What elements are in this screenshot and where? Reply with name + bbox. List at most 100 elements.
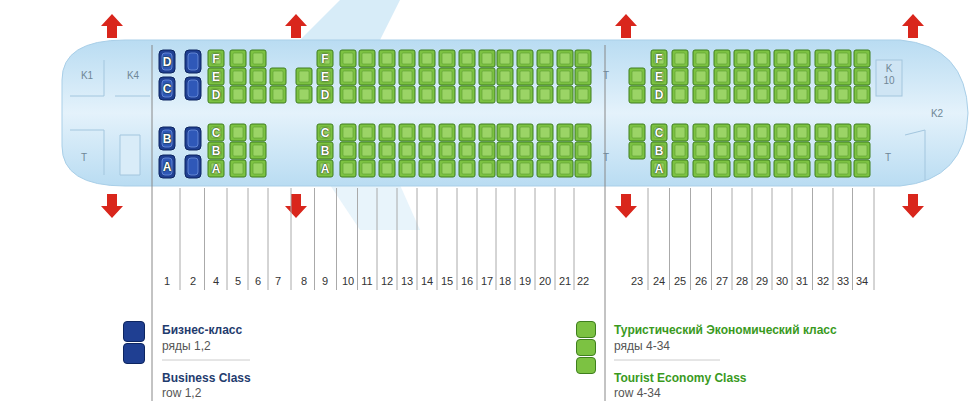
economy-seat <box>208 68 224 85</box>
row-number: 31 <box>796 274 808 288</box>
business-seat <box>159 155 175 178</box>
economy-seat <box>651 160 667 177</box>
economy-seat <box>835 160 851 177</box>
seat-letter-box: B <box>159 127 175 150</box>
legend-heading: Бизнес-класс <box>162 323 242 337</box>
economy-seat <box>672 68 688 85</box>
row-number: 9 <box>322 274 328 288</box>
economy-seat <box>815 160 831 177</box>
seat-letter: B <box>163 133 172 145</box>
row-number: 7 <box>275 274 281 288</box>
row-number: 5 <box>235 274 241 288</box>
economy-seat <box>651 124 667 141</box>
seat-letter: D <box>163 56 172 68</box>
economy-seat <box>296 68 312 85</box>
economy-seat <box>379 160 395 177</box>
economy-seat <box>399 68 415 85</box>
economy-seat <box>714 124 730 141</box>
row-number: 11 <box>361 274 372 288</box>
economy-seat <box>317 160 333 177</box>
economy-seat <box>459 50 475 67</box>
seat-letter: D <box>321 89 330 101</box>
economy-seat <box>317 142 333 159</box>
economy-seat <box>734 160 750 177</box>
economy-seat <box>399 142 415 159</box>
seat-letter-box: F <box>317 50 333 67</box>
economy-seat <box>340 160 356 177</box>
economy-seat <box>854 86 870 103</box>
economy-seat <box>479 50 495 67</box>
economy-seat <box>317 50 333 67</box>
zone-label: T <box>885 151 891 165</box>
economy-seat <box>208 142 224 159</box>
swatch-seat <box>576 321 596 338</box>
economy-seat <box>399 160 415 177</box>
economy-seat <box>734 124 750 141</box>
economy-seat <box>419 142 435 159</box>
economy-seat <box>208 160 224 177</box>
seat-letter: A <box>212 163 221 175</box>
legend-swatch <box>123 321 145 365</box>
business-seat <box>159 127 175 150</box>
economy-seat <box>575 160 591 177</box>
economy-seat <box>439 124 455 141</box>
economy-seat <box>517 160 533 177</box>
seat-letter: B <box>655 145 664 157</box>
economy-seat <box>379 86 395 103</box>
economy-seat <box>270 86 286 103</box>
business-seat <box>185 50 201 73</box>
economy-seat <box>754 142 770 159</box>
economy-seat <box>250 50 266 67</box>
row-number: 4 <box>213 274 219 288</box>
economy-seat <box>835 142 851 159</box>
economy-seat <box>557 160 573 177</box>
economy-seat <box>479 124 495 141</box>
economy-seat <box>340 50 356 67</box>
economy-seat <box>419 68 435 85</box>
economy-seat <box>479 160 495 177</box>
economy-seat <box>815 50 831 67</box>
economy-seat <box>651 50 667 67</box>
economy-seat <box>270 68 286 85</box>
economy-seat <box>672 160 688 177</box>
economy-seat <box>250 68 266 85</box>
economy-seat <box>208 50 224 67</box>
economy-seat <box>497 124 513 141</box>
row-number: 28 <box>736 274 748 288</box>
economy-seat <box>754 68 770 85</box>
economy-seat <box>340 86 356 103</box>
economy-seat <box>794 68 810 85</box>
economy-seat <box>317 124 333 141</box>
seat-letter-box: B <box>317 142 333 159</box>
economy-seat <box>359 124 375 141</box>
economy-seat <box>794 124 810 141</box>
economy-seat <box>557 68 573 85</box>
economy-seat <box>693 86 709 103</box>
economy-seat <box>774 142 790 159</box>
seat-letter: D <box>212 89 221 101</box>
swatch-seat <box>576 357 596 374</box>
economy-seat <box>835 50 851 67</box>
zone-label: K1 <box>81 69 93 83</box>
economy-seat <box>714 86 730 103</box>
seat-letter-box: A <box>651 160 667 177</box>
economy-seat <box>629 142 645 159</box>
economy-seat <box>854 160 870 177</box>
economy-seat <box>399 124 415 141</box>
economy-seat <box>734 142 750 159</box>
seat-letter: B <box>212 145 221 157</box>
seat-letter-box: D <box>651 86 667 103</box>
row-number: 33 <box>837 274 849 288</box>
row-number: 23 <box>631 274 643 288</box>
row-number: 21 <box>559 274 571 288</box>
economy-seat <box>794 86 810 103</box>
economy-seat <box>517 50 533 67</box>
row-number: 22 <box>577 274 589 288</box>
row-number: 1 <box>164 274 170 288</box>
economy-seat <box>854 142 870 159</box>
seat-letter: E <box>212 71 220 83</box>
economy-seat <box>794 50 810 67</box>
seat-letter: D <box>655 89 664 101</box>
legend-swatch <box>576 321 596 375</box>
economy-seat <box>497 142 513 159</box>
